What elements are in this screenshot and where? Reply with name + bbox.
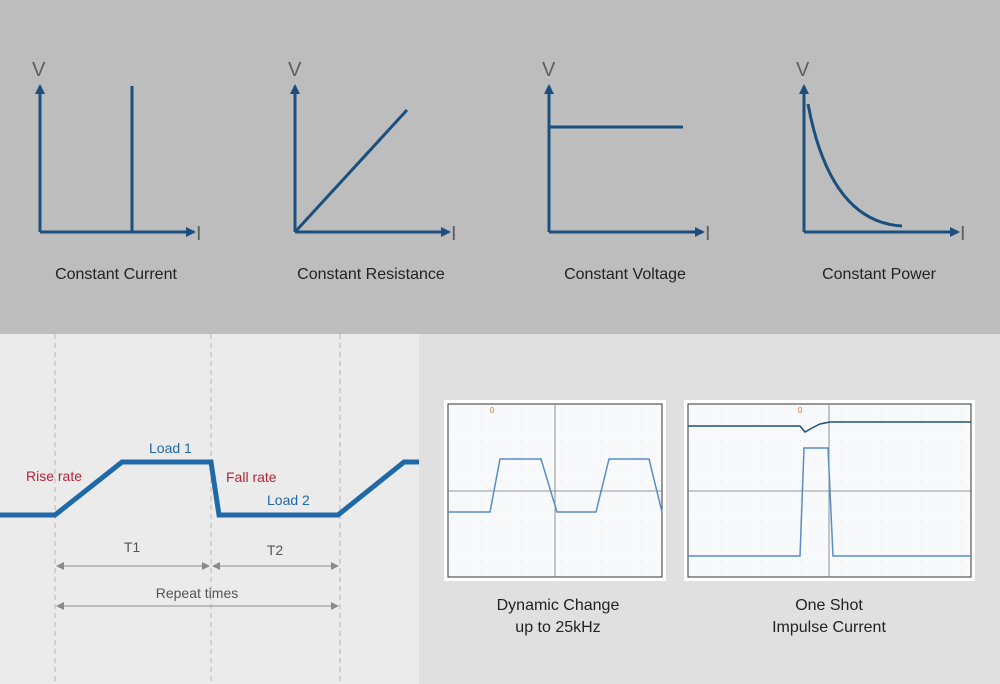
mode-constant-resistance: V I Constant Resistance — [288, 59, 457, 283]
scope-caption-line1: Dynamic Change — [497, 597, 620, 614]
scope-current-trace — [688, 447, 971, 557]
cp-curve — [806, 103, 903, 228]
y-axis-label: V — [32, 59, 46, 81]
repeat-label: Repeat times — [156, 585, 238, 601]
scope-one-shot: 0 One Shot Impulse Current — [684, 400, 975, 636]
scope-voltage-trace — [688, 421, 971, 433]
scope-caption-line2: up to 25kHz — [515, 619, 600, 636]
dynamic-load-diagram: Rise rate Load 1 Fall rate Load 2 T1 T2 … — [0, 334, 419, 684]
fall-rate-label: Fall rate — [226, 469, 277, 485]
cr-curve — [293, 108, 409, 234]
mode-constant-power: V I Constant Power — [796, 59, 966, 283]
y-axis-label: V — [288, 59, 302, 81]
mode-caption: Constant Resistance — [297, 266, 445, 283]
x-axis-label: I — [960, 223, 966, 245]
load2-label: Load 2 — [267, 492, 310, 508]
x-axis-label: I — [705, 223, 711, 245]
scope-dynamic-change: 0 Dynamic Change up to 25kHz — [444, 400, 666, 636]
mode-caption: Constant Voltage — [564, 266, 686, 283]
t1-label: T1 — [124, 539, 141, 555]
x-axis-label: I — [451, 223, 457, 245]
load1-label: Load 1 — [149, 440, 192, 456]
mode-constant-current: V I Constant Current — [32, 59, 202, 283]
scope-caption-line2: Impulse Current — [772, 619, 886, 636]
rise-rate-label: Rise rate — [26, 468, 82, 484]
y-axis-label: V — [796, 59, 810, 81]
y-axis-label: V — [542, 59, 556, 81]
x-axis-label: I — [196, 223, 202, 245]
scope-caption-line1: One Shot — [795, 597, 863, 614]
scope-trace — [448, 458, 663, 513]
t2-label: T2 — [267, 542, 284, 558]
operating-modes-panel — [0, 0, 1000, 334]
mode-caption: Constant Current — [55, 266, 177, 283]
load-waveform — [0, 459, 419, 518]
trigger-marker: 0 — [490, 406, 495, 415]
mode-constant-voltage: V I Constant Voltage — [542, 59, 711, 283]
mode-caption: Constant Power — [822, 266, 937, 283]
trigger-marker: 0 — [798, 406, 803, 415]
